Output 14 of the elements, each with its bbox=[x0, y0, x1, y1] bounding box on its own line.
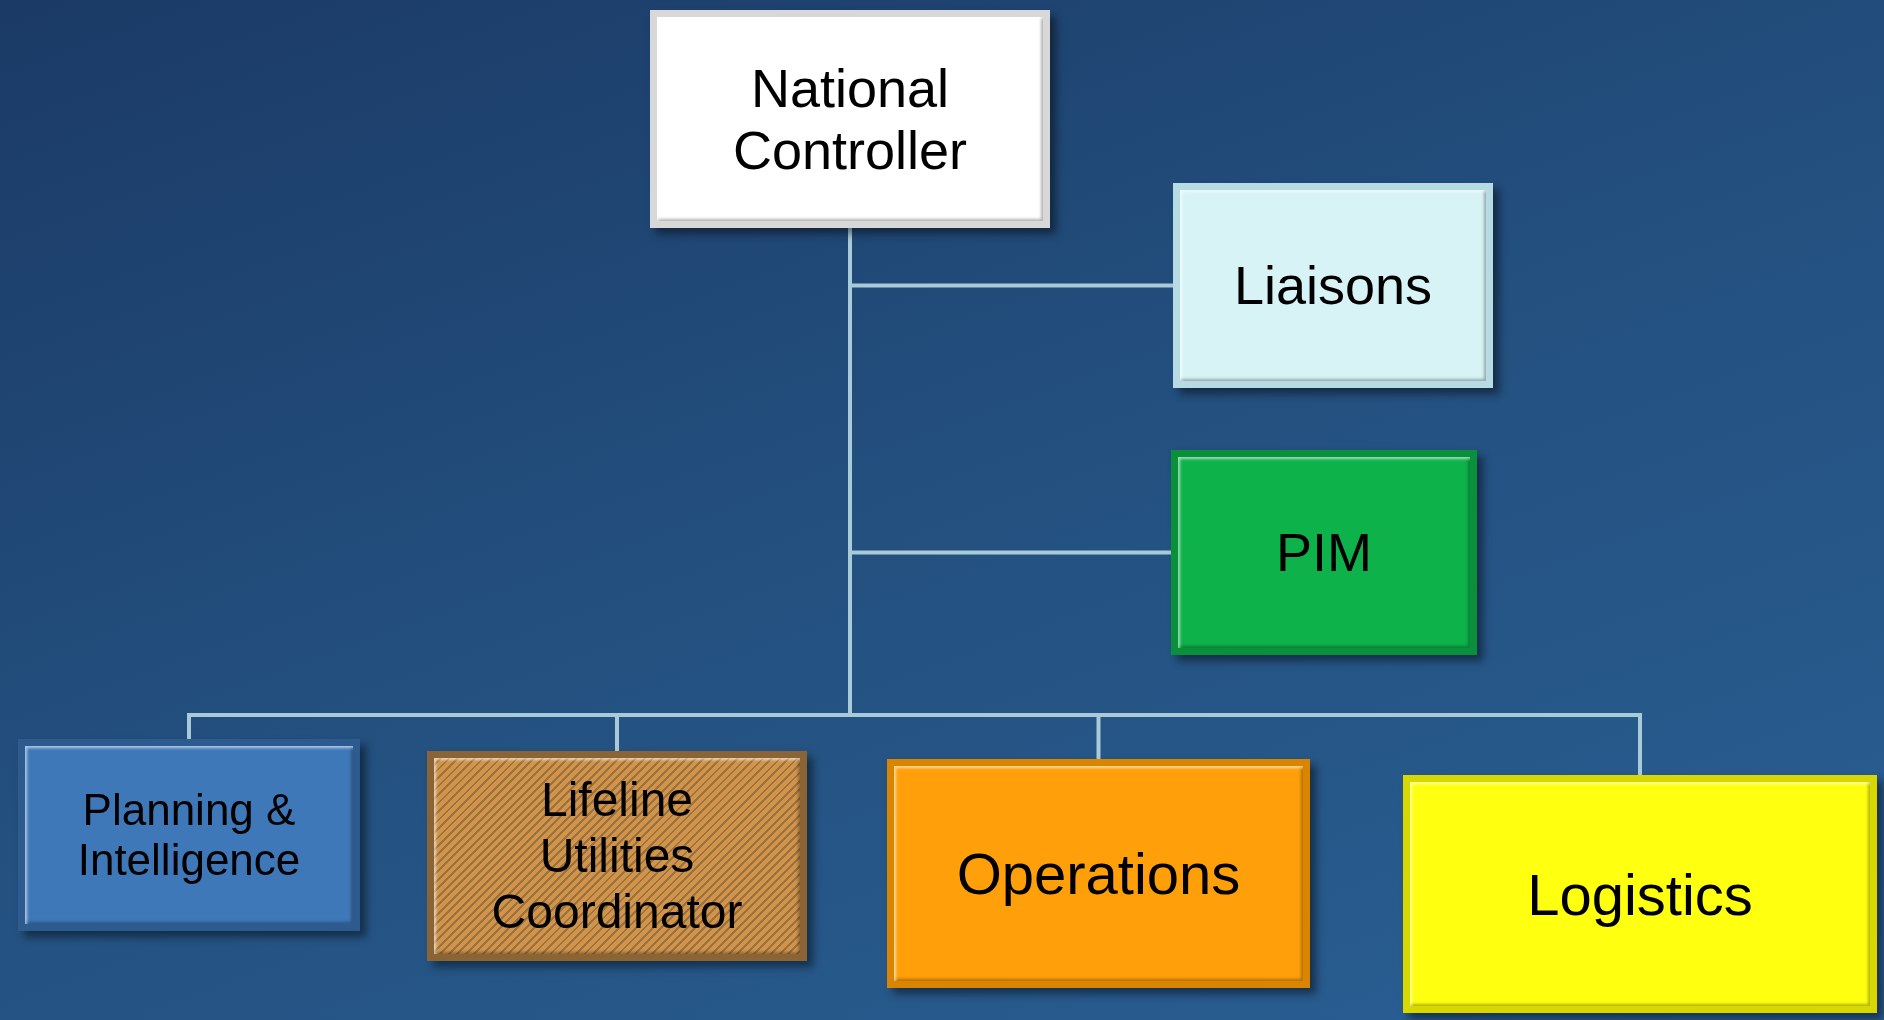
org-box bbox=[1171, 450, 1477, 655]
box-label: PIM bbox=[1275, 521, 1373, 584]
org-box bbox=[18, 739, 360, 931]
box-label: Operations bbox=[955, 840, 1242, 908]
org-box bbox=[650, 10, 1050, 228]
box-label: Liaisons bbox=[1232, 254, 1434, 317]
org-box bbox=[1403, 775, 1877, 1013]
org-box bbox=[887, 759, 1310, 988]
box-label: Logistics bbox=[1526, 860, 1754, 929]
box-label: Lifeline Utilities Coordinator bbox=[490, 772, 744, 940]
org-box bbox=[427, 751, 807, 961]
box-label: Planning & Intelligence bbox=[76, 785, 302, 885]
org-box bbox=[1173, 183, 1493, 388]
box-label: National Controller bbox=[731, 57, 969, 181]
